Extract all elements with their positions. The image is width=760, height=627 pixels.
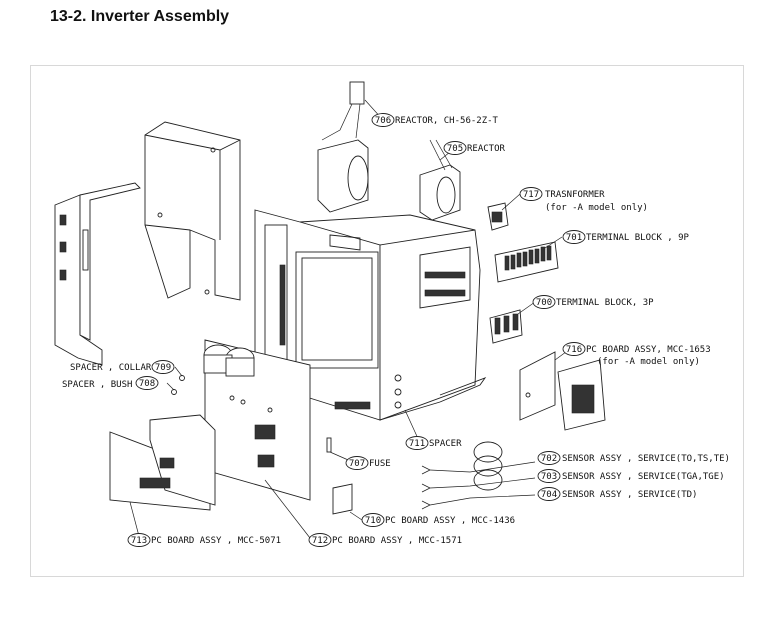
reactor-705-part xyxy=(419,139,461,221)
main-chassis-part xyxy=(254,209,487,421)
callout-706: 706 REACTOR, CH-56-2Z-T xyxy=(371,113,499,127)
callout-number: 704 xyxy=(541,490,557,500)
callout-712: 712 PC BOARD ASSY , MCC-1571 xyxy=(308,533,462,547)
side-panel-part xyxy=(54,182,141,366)
callout-707: 707 FUSE xyxy=(345,456,391,470)
callout-label: TERMINAL BLOCK , 9P xyxy=(586,233,690,243)
callout-note: (for -A model only) xyxy=(545,203,648,213)
callout-704: 704 SENSOR ASSY , SERVICE(TD) xyxy=(537,487,697,501)
callout-number: 705 xyxy=(447,144,463,154)
diagram-frame xyxy=(30,65,744,577)
transformer-717-part xyxy=(487,202,509,231)
callout-702: 702 SENSOR ASSY , SERVICE(TO,TS,TE) xyxy=(537,451,730,465)
callout-label: SENSOR ASSY , SERVICE(TD) xyxy=(562,490,697,500)
reactor-706-part xyxy=(317,81,369,213)
callout-number: 710 xyxy=(365,516,381,526)
callout-label: SPACER , BUSH xyxy=(62,380,132,390)
callout-705: 705 REACTOR xyxy=(443,141,506,155)
callout-label: SENSOR ASSY , SERVICE(TGA,TGE) xyxy=(562,472,725,482)
callout-label: PC BOARD ASSY, MCC-1653 xyxy=(586,345,711,355)
spacer-parts xyxy=(171,375,185,395)
callout-709: SPACER , COLLAR 709 xyxy=(70,360,175,374)
callout-number: 713 xyxy=(131,536,147,546)
callout-number: 717 xyxy=(523,190,539,200)
callout-number: 703 xyxy=(541,472,557,482)
callout-703: 703 SENSOR ASSY , SERVICE(TGA,TGE) xyxy=(537,469,725,483)
callout-label: FUSE xyxy=(369,459,391,469)
duct-cover-part xyxy=(144,121,241,301)
callout-708: SPACER , BUSH 708 xyxy=(62,376,159,390)
callout-number: 702 xyxy=(541,454,557,464)
pc-board-716-part xyxy=(519,351,606,431)
callout-note: (for -A model only) xyxy=(597,357,700,367)
callout-label: SPACER xyxy=(429,439,462,449)
callout-717: 717 TRASNFORMER (for -A model only) xyxy=(519,187,648,213)
callout-number: 706 xyxy=(375,116,391,126)
terminal-block-3p-part xyxy=(489,309,523,344)
callout-label: TRASNFORMER xyxy=(545,190,605,200)
callout-number: 700 xyxy=(536,298,552,308)
callout-label: PC BOARD ASSY , MCC-1436 xyxy=(385,516,515,526)
callout-label: PC BOARD ASSY , MCC-5071 xyxy=(151,536,281,546)
callout-700: 700 TERMINAL BLOCK, 3P xyxy=(532,295,654,309)
callout-number: 708 xyxy=(139,379,155,389)
callout-number: 712 xyxy=(312,536,328,546)
terminal-block-9p-part xyxy=(494,241,559,283)
callout-label: SENSOR ASSY , SERVICE(TO,TS,TE) xyxy=(562,454,730,464)
callout-label: SPACER , COLLAR xyxy=(70,363,152,373)
callout-716: 716 PC BOARD ASSY, MCC-1653 (for -A mode… xyxy=(562,342,711,367)
callout-701: 701 TERMINAL BLOCK , 9P xyxy=(562,230,690,244)
callout-number: 709 xyxy=(155,363,171,373)
callout-label: REACTOR xyxy=(467,144,506,154)
pc-board-713-part xyxy=(109,414,216,511)
callout-label: PC BOARD ASSY , MCC-1571 xyxy=(332,536,462,546)
callout-number: 711 xyxy=(409,439,425,449)
page-title: 13-2. Inverter Assembly xyxy=(50,8,230,25)
callout-label: REACTOR, CH-56-2Z-T xyxy=(395,116,499,126)
callout-number: 707 xyxy=(349,459,365,469)
pc-board-710-part xyxy=(332,483,353,515)
callout-label: TERMINAL BLOCK, 3P xyxy=(556,298,654,308)
callout-number: 716 xyxy=(566,345,582,355)
sensor-assy-part xyxy=(421,441,536,510)
callout-711: 711 SPACER xyxy=(405,436,462,450)
callout-710: 710 PC BOARD ASSY , MCC-1436 xyxy=(361,513,515,527)
callout-713: 713 PC BOARD ASSY , MCC-5071 xyxy=(127,533,281,547)
pc-board-712-part xyxy=(203,339,311,501)
fuse-707-part xyxy=(326,437,332,453)
callout-number: 701 xyxy=(566,233,582,243)
